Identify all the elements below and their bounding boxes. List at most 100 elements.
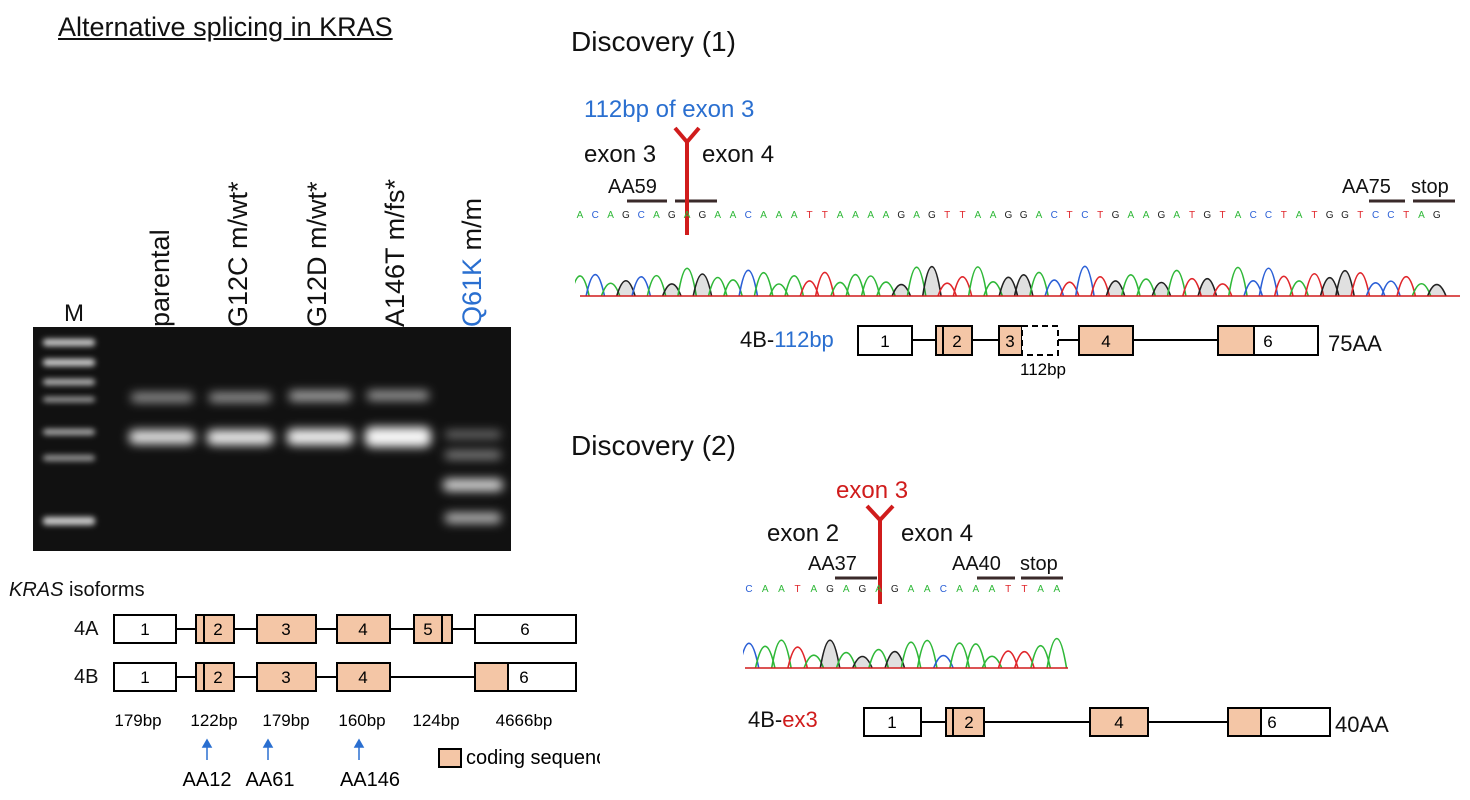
trace-peak xyxy=(891,283,912,297)
base-call: T xyxy=(795,584,801,595)
base-call: T xyxy=(1311,210,1317,221)
isoform-4a-exon-1-label: 1 xyxy=(140,620,149,639)
trace-peak xyxy=(646,274,667,297)
base-call: A xyxy=(972,584,979,595)
isoform-4b-exon-6-label: 6 xyxy=(519,668,528,687)
base-call: G xyxy=(826,584,834,595)
trace-peak xyxy=(803,654,825,669)
base-call: T xyxy=(806,210,812,221)
discovery2-protein-length: 40AA xyxy=(1335,712,1389,737)
exon-size-labels: 179bp 122bp 179bp 160bp 124bp 4666bp xyxy=(114,711,552,730)
trace-peak xyxy=(787,646,809,669)
exon-size-5: 124bp xyxy=(412,711,459,730)
isoform-4a-exon-2-label: 2 xyxy=(213,620,222,639)
base-call: A xyxy=(956,584,963,595)
trace-peak xyxy=(932,654,954,669)
discovery1-stop-label: stop xyxy=(1411,176,1449,198)
legend-coding-swatch xyxy=(438,748,462,768)
isoform-4b: 1 2 3 4 6 xyxy=(113,662,577,692)
base-call: A xyxy=(810,584,817,595)
trace-peak xyxy=(1227,266,1248,297)
base-call: A xyxy=(778,584,785,595)
base-call: A xyxy=(1173,210,1180,221)
discovery2-isoform-diagram: 1 2 4 6 xyxy=(863,707,1331,737)
base-call: G xyxy=(668,210,676,221)
isoform-4a-exon-3-label: 3 xyxy=(281,620,290,639)
base-call: T xyxy=(1281,210,1287,221)
isoform-4b-exon-4-label: 4 xyxy=(358,668,367,687)
exon-size-2: 122bp xyxy=(190,711,237,730)
discovery1-title: Discovery (1) xyxy=(571,26,736,57)
trace-peak xyxy=(753,272,774,297)
isoform-4b-label: 4B xyxy=(74,666,99,688)
base-call: G xyxy=(1203,210,1211,221)
isoform-4b-exon-2 xyxy=(195,662,235,692)
discovery1-left-exon: exon 3 xyxy=(584,141,657,168)
trace-peak xyxy=(967,266,988,297)
gel-band-q61k-4 xyxy=(445,513,501,523)
base-call: G xyxy=(891,584,899,595)
base-call: T xyxy=(1005,584,1011,595)
base-call: T xyxy=(1067,210,1073,221)
base-call: A xyxy=(577,210,584,221)
discovery2-trace xyxy=(743,637,1068,669)
base-call: G xyxy=(699,210,707,221)
base-call: A xyxy=(714,210,721,221)
base-call: G xyxy=(1326,210,1334,221)
aa-marker-61: AA61 xyxy=(246,769,295,791)
discovery2-stop-label: stop xyxy=(1020,553,1058,575)
discovery1-protein-length: 75AA xyxy=(1328,331,1382,356)
gel-image xyxy=(33,327,511,551)
discovery2-isoform-label: 4B-ex3 xyxy=(748,707,818,733)
base-call: A xyxy=(1143,210,1150,221)
base-call: A xyxy=(913,210,920,221)
base-call: G xyxy=(1112,210,1120,221)
base-call: A xyxy=(791,210,798,221)
base-call: C xyxy=(592,210,599,221)
discovery1-exon-4 xyxy=(1078,325,1134,356)
base-call: A xyxy=(1037,584,1044,595)
discovery1-isoform-diagram: 1 2 3 4 6 112bp xyxy=(857,325,1319,379)
figure-title: Alternative splicing in KRAS xyxy=(58,12,393,42)
isoform-4a-exon-4-label: 4 xyxy=(358,620,367,639)
isoform-4b-exon-6-coding xyxy=(474,662,509,692)
base-call: G xyxy=(622,210,630,221)
gel-band-a146t-lower xyxy=(365,427,431,447)
base-call: G xyxy=(859,584,867,595)
discovery1-exon-1 xyxy=(857,325,913,356)
base-call: A xyxy=(989,584,996,595)
trace-peak xyxy=(1059,281,1080,297)
base-call: C xyxy=(745,584,752,595)
base-call: A xyxy=(883,210,890,221)
base-call: C xyxy=(1372,210,1379,221)
base-call: C xyxy=(1265,210,1272,221)
discovery1-exon-4-label: 4 xyxy=(1101,332,1110,351)
base-call: A xyxy=(760,210,767,221)
isoform-4a-label: 4A xyxy=(74,618,99,640)
trace-peak xyxy=(814,271,835,297)
base-call: C xyxy=(745,210,752,221)
trace-peak xyxy=(661,283,682,297)
base-call: T xyxy=(1403,210,1409,221)
base-call: T xyxy=(1021,584,1027,595)
base-call: A xyxy=(1127,210,1134,221)
gel-lane-label-parental: parental xyxy=(145,229,175,327)
discovery2-isoform-prefix: 4B- xyxy=(748,707,783,732)
isoforms-heading-gene: KRAS xyxy=(9,579,64,601)
discovery1-deleted-size: 112bp xyxy=(1020,360,1066,379)
base-call: A xyxy=(1418,210,1425,221)
discovery1-exon-3-deleted xyxy=(1021,325,1059,356)
base-call: A xyxy=(908,584,915,595)
gel-band-g12d-lower xyxy=(287,429,353,445)
isoform-4b-exon-3 xyxy=(256,662,317,692)
gel-lane-label-g12c: G12C m/wt* xyxy=(223,181,253,327)
isoform-4b-exon-3-label: 3 xyxy=(281,668,290,687)
base-call: A xyxy=(684,210,691,221)
gel-band-q61k-2 xyxy=(445,451,501,459)
isoform-4a-exon-1 xyxy=(113,614,177,644)
base-call: A xyxy=(653,210,660,221)
trace-peak xyxy=(819,639,841,669)
isoform-4a-exon-2 xyxy=(195,614,235,644)
